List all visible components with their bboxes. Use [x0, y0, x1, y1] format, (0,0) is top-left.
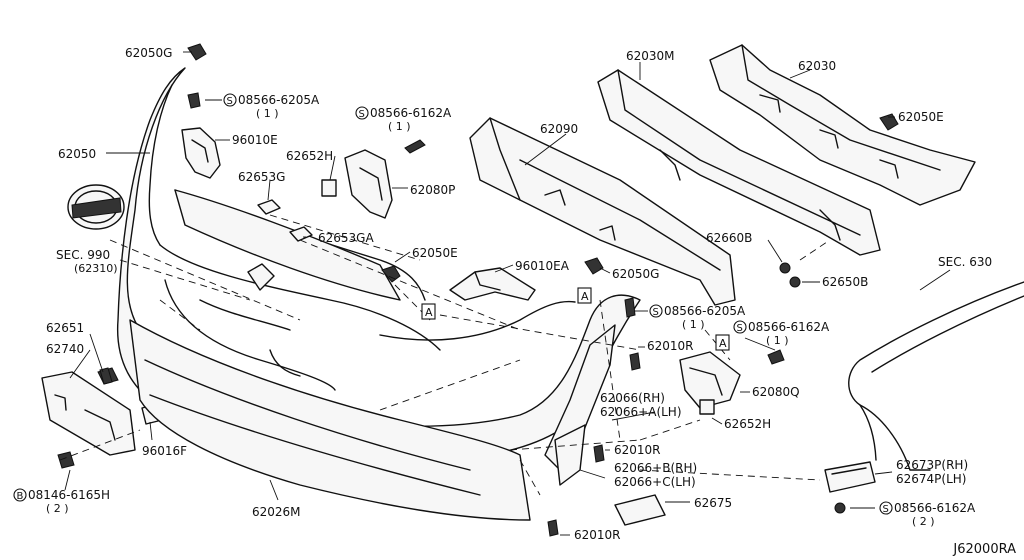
clips	[187, 43, 899, 283]
label-symbol: S	[227, 96, 233, 107]
energy-absorber-62030m	[597, 69, 881, 256]
part-label-s1: 08566-6205A	[238, 93, 320, 107]
bumper-reinforcement-62090	[469, 117, 736, 306]
part-label-62066b-rh: 62066+B(RH)	[614, 461, 697, 475]
label-symbol-circle	[733, 320, 747, 334]
part-label-sec990: SEC. 990	[56, 248, 110, 262]
label-symbol-circle	[649, 304, 663, 318]
part-label-qty-sec990: (62310)	[74, 262, 118, 275]
part-label-62030m: 62030M	[626, 49, 675, 63]
part-label-b1: 08146-6165H	[28, 488, 110, 502]
bolts-62660b-62650b	[779, 262, 801, 288]
ref-mark-a-2: A	[581, 290, 589, 303]
diagram-code: J62000RA	[953, 542, 1016, 557]
part-label-96016f: 96016F	[142, 444, 187, 458]
part-label-s2: 08566-6162A	[370, 106, 452, 120]
emblem-sec-990	[67, 184, 125, 230]
part-label-qty-b1: ( 2 )	[46, 502, 69, 515]
part-label-62050g-mid: 62050G	[612, 267, 659, 281]
part-label-sec630: SEC. 630	[938, 255, 992, 269]
part-label-62652h-bot: 62652H	[724, 417, 771, 431]
part-label-62650b: 62650B	[822, 275, 868, 289]
part-label-62010r-c: 62010R	[574, 528, 621, 542]
upper-bracket-62030	[709, 44, 976, 206]
part-label-qty-s5: ( 2 )	[912, 515, 935, 528]
part-label-62660b: 62660B	[706, 231, 752, 245]
part-label-62080p: 62080P	[410, 183, 455, 197]
part-label-s4: 08566-6162A	[748, 320, 830, 334]
part-label-62010r-a: 62010R	[647, 339, 694, 353]
reference-marks: A A A	[421, 287, 730, 351]
upper-retainer-strip	[174, 189, 401, 301]
part-label-s3: 08566-6205A	[664, 304, 746, 318]
part-label-qty-s1: ( 1 )	[256, 107, 279, 120]
part-label-62066c-lh: 62066+C(LH)	[614, 475, 696, 489]
side-bracket-96010e	[181, 127, 221, 179]
label-symbol-circle	[223, 93, 237, 107]
part-label-62652h-top: 62652H	[286, 149, 333, 163]
ref-mark-a-3: A	[719, 337, 727, 350]
part-label-62090: 62090	[540, 122, 578, 136]
label-symbol-circle	[879, 501, 893, 515]
fender-sec-630	[848, 281, 1024, 471]
label-symbol-circle	[13, 488, 27, 502]
label-symbol: S	[359, 109, 365, 120]
part-label-62653g: 62653G	[238, 170, 285, 184]
part-label-62050e-right: 62050E	[898, 110, 944, 124]
part-label-qty-s3: ( 1 )	[682, 318, 705, 331]
part-label-62050: 62050	[58, 147, 96, 161]
part-label-62026m: 62026M	[252, 505, 301, 519]
part-label-62050g-top: 62050G	[125, 46, 172, 60]
bracket-62675	[547, 494, 666, 537]
label-symbol-circle	[355, 106, 369, 120]
part-label-62066-rh: 62066(RH)	[600, 391, 665, 405]
license-plate-bracket-62740	[41, 367, 136, 469]
part-label-62674p-lh: 62674P(LH)	[896, 472, 966, 486]
label-symbol: S	[653, 307, 659, 318]
part-label-s5: 08566-6162A	[894, 501, 976, 515]
part-label-62050e-mid: 62050E	[412, 246, 458, 260]
part-label-62010r-b: 62010R	[614, 443, 661, 457]
part-label-62673p-rh: 62673P(RH)	[896, 458, 968, 472]
leader-lines	[64, 51, 951, 536]
ref-mark-a-1: A	[425, 306, 433, 319]
part-label-62651: 62651	[46, 321, 84, 335]
part-label-62653ga: 62653GA	[318, 231, 374, 245]
part-label-62675: 62675	[694, 496, 732, 510]
label-symbol: S	[737, 323, 743, 334]
part-label-96010ea: 96010EA	[515, 259, 570, 273]
part-label-qty-s4: ( 1 )	[766, 334, 789, 347]
part-label-62740: 62740	[46, 342, 84, 356]
part-label-62066a-lh: 62066+A(LH)	[600, 405, 682, 419]
retainers-62653	[257, 199, 313, 242]
assembly-dashed-lines	[59, 214, 831, 496]
bracket-96010ea	[449, 267, 536, 301]
bracket-62673p	[824, 461, 876, 514]
part-label-qty-s2: ( 1 )	[388, 120, 411, 133]
label-symbol: B	[17, 491, 24, 502]
part-label-96010e: 96010E	[232, 133, 278, 147]
label-symbol: S	[883, 504, 889, 515]
bracket-62080q	[679, 349, 785, 415]
part-label-62030: 62030	[798, 59, 836, 73]
lower-undercover-62026m	[129, 319, 531, 521]
bracket-62080p	[321, 139, 426, 219]
part-label-62080q: 62080Q	[752, 385, 800, 399]
